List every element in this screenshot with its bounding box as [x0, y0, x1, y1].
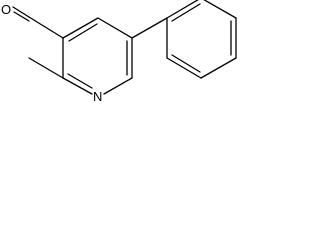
bond-c3-c4-inner: [68, 23, 98, 42]
oxygen-label: O: [1, 2, 11, 17]
bond-c5-phenyl: [131, 17, 168, 39]
bond-ph-6-1-inner: [171, 3, 201, 22]
bond-c2-methyl: [28, 57, 64, 79]
bond-cho-c3: [28, 16, 64, 39]
bond-c4-c5: [97, 17, 133, 39]
bond-n1-c2: [62, 77, 93, 95]
bond-c-o-double-inner: [13, 11, 30, 22]
bond-ph-2-3: [166, 57, 202, 79]
bond-c3-c4: [62, 17, 99, 39]
bond-ph-2-3-inner: [171, 54, 201, 73]
atom-labels: O N: [1, 2, 102, 104]
bond-c6-n1: [103, 77, 133, 95]
bond-ph-3-4: [200, 57, 237, 79]
bond-n1-c2-inner: [67, 73, 93, 89]
bond-ph-6-1: [166, 0, 199, 19]
bonds: [12, 0, 237, 95]
bond-ph-5-6: [203, 0, 237, 19]
bond-c-o-double-outer: [12, 6, 30, 18]
nitrogen-label: N: [93, 89, 102, 104]
chemical-structure: O N: [1, 0, 237, 104]
